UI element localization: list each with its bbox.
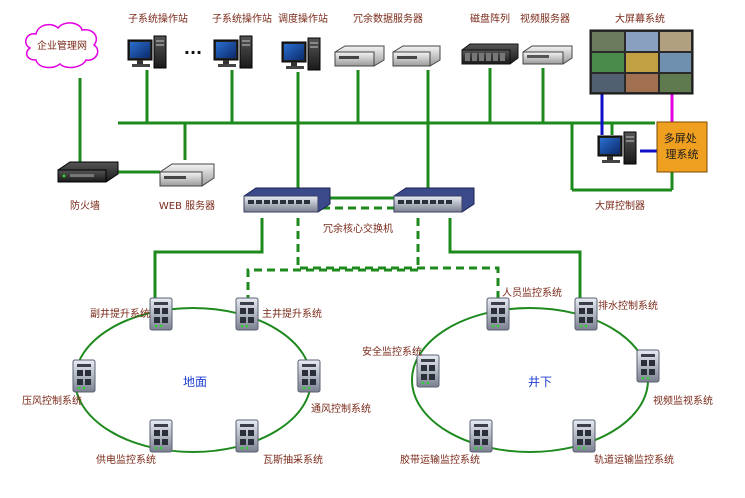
underground-node-3-label: 视频监视系统 — [653, 394, 713, 407]
underground-node-6-label: 安全监控系统 — [362, 345, 422, 358]
ground-node-4-label: 瓦斯抽采系统 — [263, 453, 323, 466]
redundant-links — [246, 206, 500, 300]
underground-node-5-label: 胶带运输监控系统 — [400, 453, 480, 466]
cloud-label: 企业管理网 — [37, 39, 87, 52]
core-switch-2-icon — [393, 187, 475, 213]
screen-controller-icon — [597, 131, 637, 165]
node-icon — [469, 419, 493, 453]
disk-array-label: 磁盘阵列 — [470, 12, 510, 25]
ground-node-5-label: 供电监控系统 — [96, 453, 156, 466]
web-server-label: WEB 服务器 — [159, 199, 215, 212]
ground-node-1-label: 副井提升系统 — [90, 307, 150, 320]
video-server-icon — [522, 45, 573, 65]
dispatch-station-icon — [281, 37, 321, 71]
node-icon — [149, 419, 173, 453]
underground-node-1-label: 人员监控系统 — [502, 286, 562, 299]
core-switch-label: 冗余核心交换机 — [323, 222, 393, 235]
node-icon — [72, 359, 96, 393]
workstation-2-label: 子系统操作站 — [212, 12, 272, 25]
node-icon — [149, 297, 173, 331]
ellipsis: ··· — [184, 43, 202, 62]
workstation-2-icon — [213, 35, 253, 69]
node-icon — [235, 297, 259, 331]
ground-node-3-label: 通风控制系统 — [311, 402, 371, 415]
underground-node-4-label: 轨道运输监控系统 — [594, 453, 674, 466]
network-lines — [78, 68, 674, 300]
video-server-label: 视频服务器 — [520, 12, 570, 25]
videowall-label: 大屏幕系统 — [615, 12, 665, 25]
cloud-icon — [25, 22, 99, 69]
underground-node-2-label: 排水控制系统 — [598, 299, 658, 312]
underground-ring-label: 井下 — [528, 375, 552, 389]
firewall-icon — [57, 161, 119, 183]
redundant-server-label: 冗余数据服务器 — [353, 12, 423, 25]
node-icon — [235, 419, 259, 453]
core-switch-1-icon — [243, 187, 331, 213]
videowall-icon — [589, 29, 694, 95]
node-icon — [574, 297, 598, 331]
redundant-server-icon — [334, 45, 441, 67]
ground-ring-label: 地面 — [183, 375, 207, 389]
firewall-label: 防火墙 — [70, 199, 100, 212]
disk-array-icon — [461, 43, 519, 65]
node-icon — [486, 297, 510, 331]
ground-node-6-label: 压风控制系统 — [22, 394, 82, 407]
workstation-1-label: 子系统操作站 — [128, 12, 188, 25]
node-icon — [636, 349, 660, 383]
node-icon — [572, 419, 596, 453]
dispatch-station-label: 调度操作站 — [278, 12, 328, 25]
screen-controller-label: 大屏控制器 — [595, 199, 645, 212]
workstation-1-icon — [127, 35, 167, 69]
web-server-icon — [159, 163, 215, 187]
ground-node-2-label: 主井提升系统 — [262, 307, 322, 320]
multi-screen-box — [656, 121, 708, 173]
node-icon — [297, 359, 321, 393]
multi-screen-label: 多屏处 理系统 — [664, 131, 701, 161]
multi-screen-line-2: 理系统 — [666, 148, 699, 161]
multi-screen-line-1: 多屏处 — [664, 131, 697, 145]
node-icon — [416, 354, 440, 388]
